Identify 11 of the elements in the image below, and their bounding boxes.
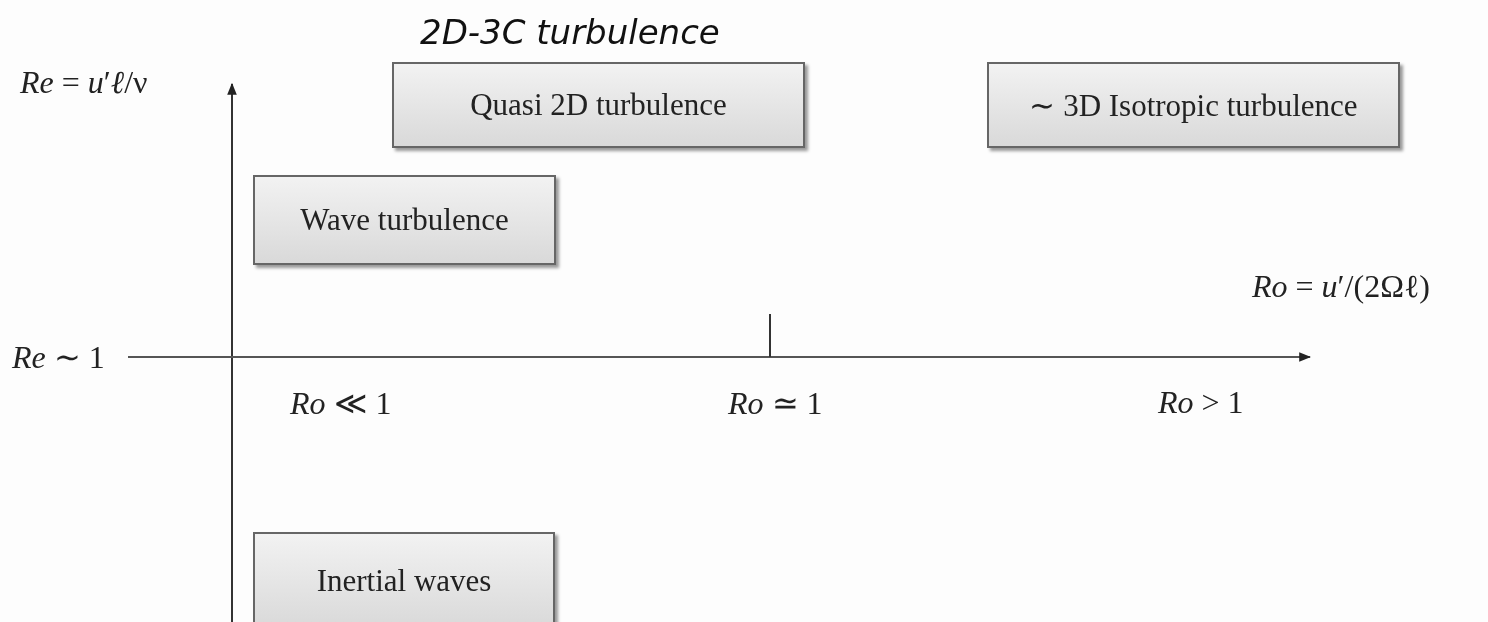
- axis-label: Ro = u′/(2Ωℓ): [1252, 268, 1430, 305]
- axis-value-label: Ro ≪ 1: [290, 384, 392, 422]
- axis-value-label: Ro ≃ 1: [728, 384, 823, 422]
- regime-heading: 2D-3C turbulence: [420, 12, 720, 52]
- axis-label: Re = u′ℓ/ν: [20, 64, 148, 101]
- axis-value-label: Ro > 1: [1158, 384, 1244, 421]
- regime-box: Quasi 2D turbulence: [392, 62, 805, 148]
- axis-value-label: Re ∼ 1: [12, 338, 105, 376]
- regime-box: ∼ 3D Isotropic turbulence: [987, 62, 1400, 148]
- regime-box: Wave turbulence: [253, 175, 556, 265]
- regime-box: Inertial waves: [253, 532, 555, 622]
